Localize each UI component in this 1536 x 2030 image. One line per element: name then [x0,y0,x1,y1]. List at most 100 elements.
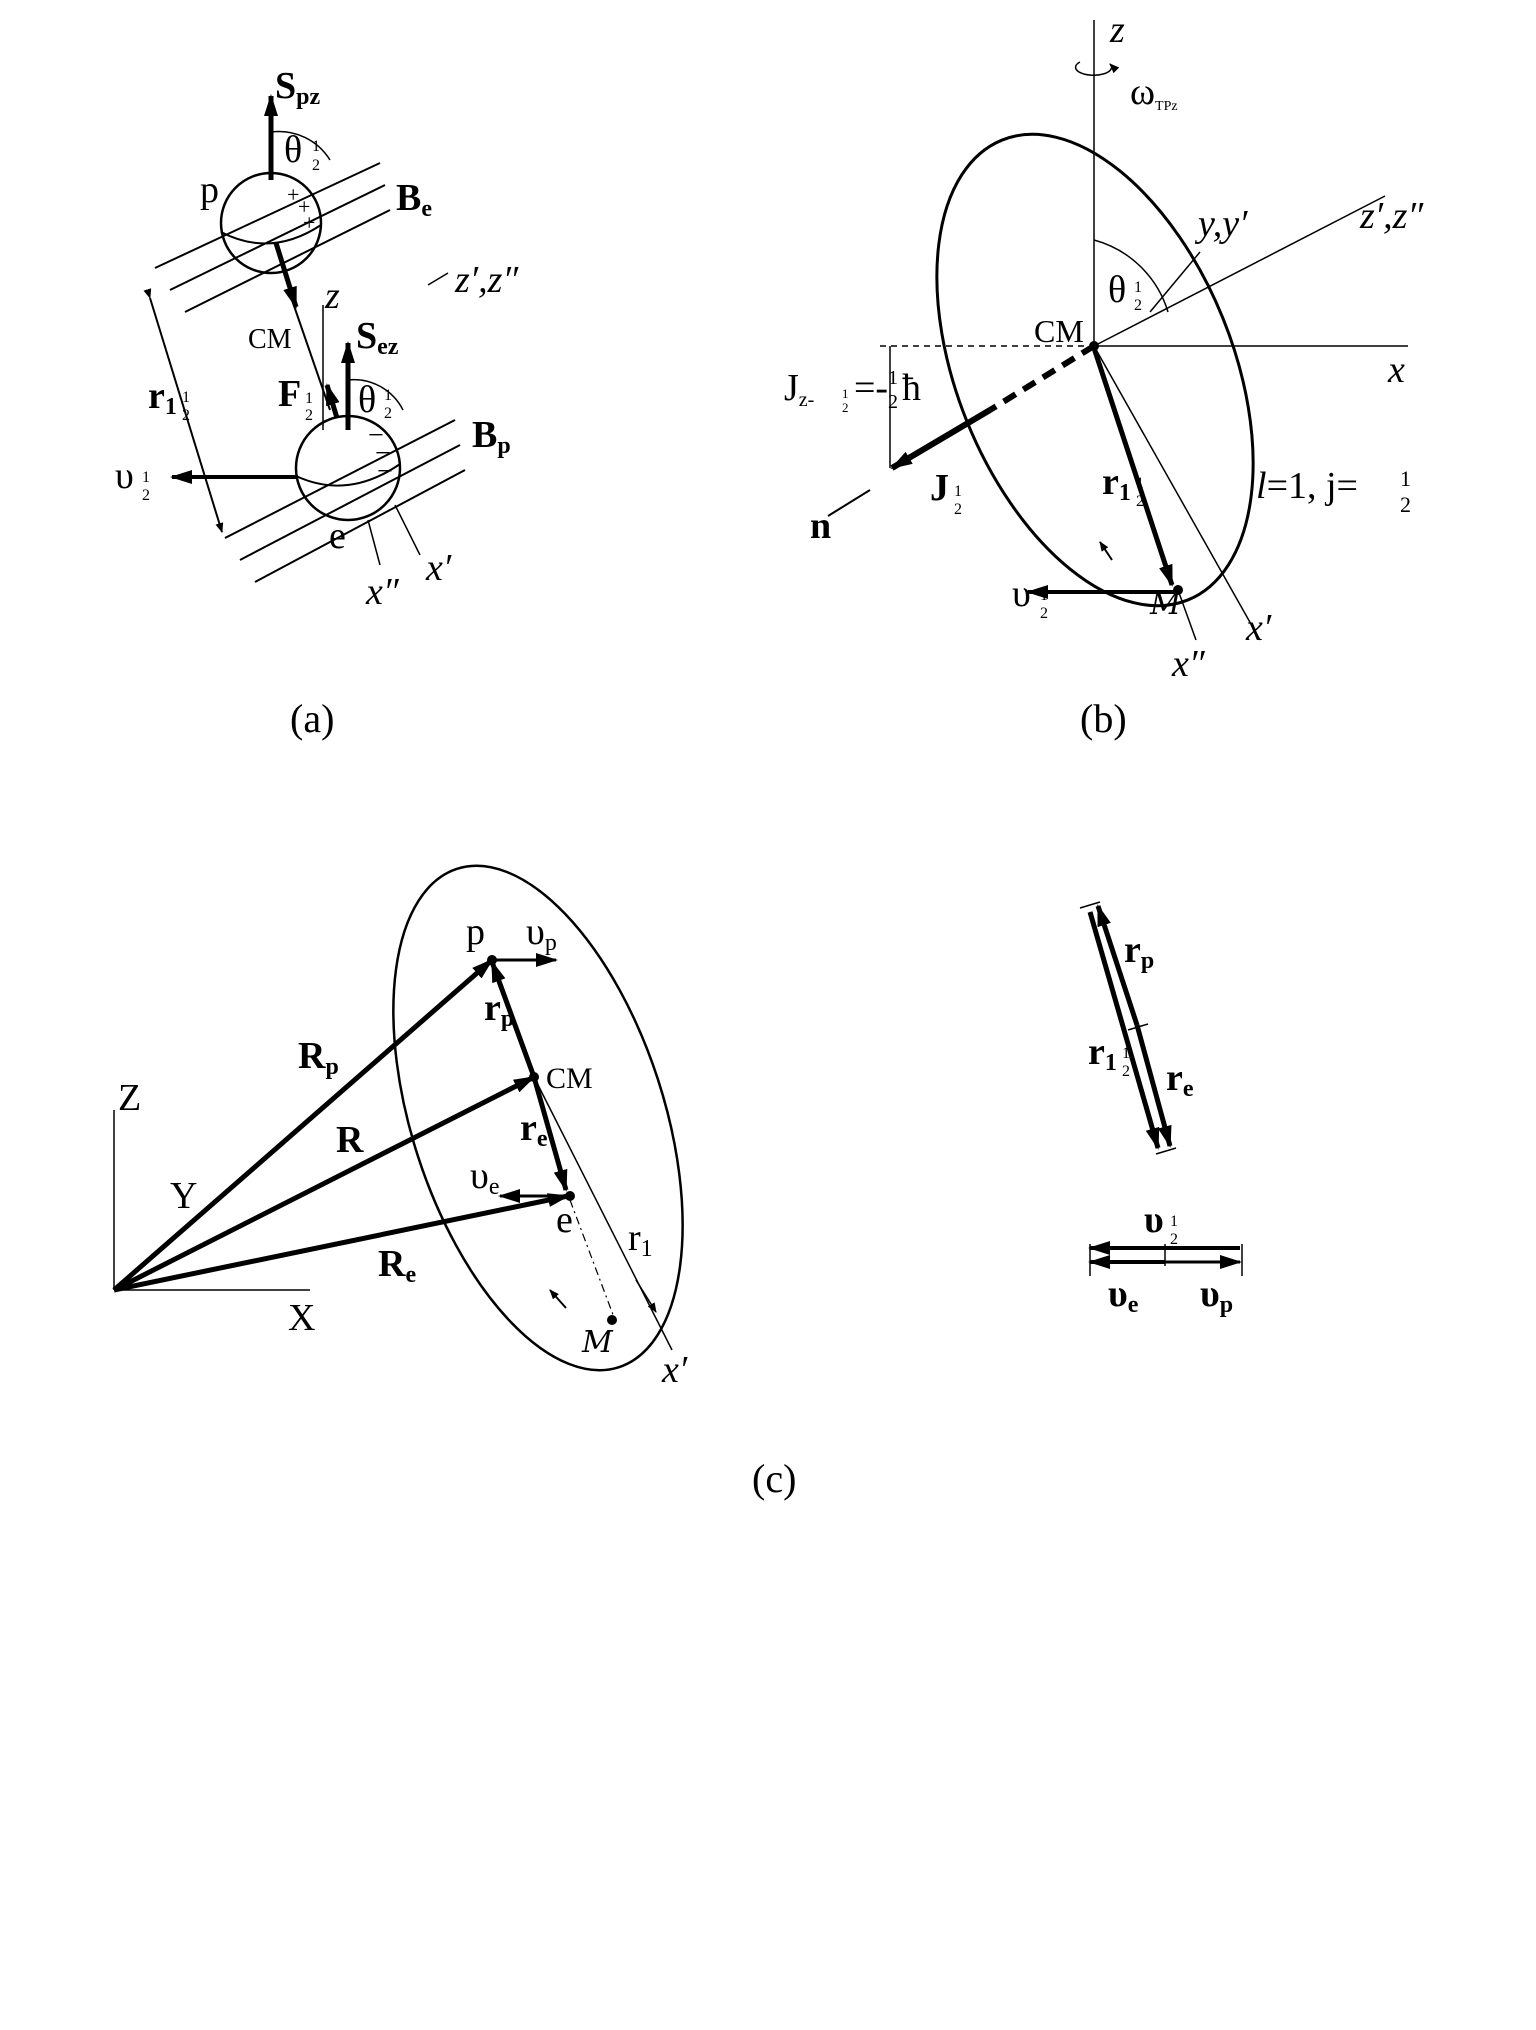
f-frac-num: 1 [305,390,313,407]
rp-small-label: rp [484,987,514,1032]
field-lines-bp [224,419,466,583]
theta-frac-den-p: 2 [312,157,320,174]
dashdot-line-c [569,1199,616,1321]
z-label-b: z [1109,9,1125,51]
cm-tick-d [1127,1023,1149,1031]
vp-label-c: υp [526,911,557,956]
xp-axis-b [1093,345,1261,641]
cm-label-a: CM [248,324,292,355]
panel-d: rp r1 1 2 re υ 1 2 υe υp [1079,901,1243,1318]
r-frac-den-b: 2 [1136,493,1144,510]
theta-frac-den-b: 2 [1134,297,1142,314]
orbit-ellipse-c [392,864,684,1372]
r-frac-den-a: 2 [182,407,190,424]
r-frac-num-b: 1 [1136,475,1144,492]
jz-frac-den: 2 [888,391,898,413]
vp-label-d: υp [1200,1273,1233,1318]
r1-label-c: r1 [628,1217,653,1262]
proton-label: p [200,169,219,211]
r-frac-num-d: 1 [1122,1045,1130,1062]
electron-equator [295,463,401,487]
f-label: F [278,373,301,415]
n-axis-b [827,489,871,517]
lj-frac-den: 2 [1400,492,1411,517]
xp-label-b: x′ [1245,607,1272,649]
r-arrow-d [1087,911,1161,1150]
orbit-direction-arrow-c [549,1289,567,1309]
j-dashed-b [988,343,1096,413]
xpp-label-a: x″ [365,571,400,613]
omega-rotation-icon [1074,61,1120,77]
theta-arc-p [270,130,331,161]
v-frac-num-b: 1 [1040,587,1048,604]
proton-equator [220,224,322,245]
cm-point-b [1089,341,1099,351]
rp-small-arrow-c [489,960,537,1078]
caption-a: (a) [290,696,334,741]
re-arrow-c [113,1193,570,1293]
xp-label-c: x′ [661,1349,688,1391]
caption-c: (c) [752,1456,796,1501]
theta-arc-e [347,378,404,411]
bp-label: Bp [472,414,511,459]
z-label-a: z [324,275,340,317]
ve-label-c: υe [470,1155,499,1200]
jz-label: Jz- [784,367,814,411]
jz-eq: =- [854,367,888,409]
r-frac-den-d: 2 [1122,1063,1130,1080]
n-label: n [810,505,831,547]
minus-sign-1: − [368,420,384,451]
caption-b: (b) [1080,696,1127,741]
r-label-d: r1 [1088,1031,1117,1076]
field-lines-be [154,162,391,313]
r-label-b: r1 [1102,461,1131,506]
jz-subfrac-den: 2 [842,400,849,415]
yy-label: y,y′ [1194,203,1248,245]
xp-axis-c [533,1076,673,1351]
m-label-c: M [581,1325,614,1360]
x-label-c: X [288,1297,315,1339]
rp-arrow-c [112,958,494,1292]
jz-frac-num: 1 [888,367,898,389]
re-small-arrow-c [531,1076,569,1192]
xpp-axis-a [367,519,381,566]
theta-label-b: θ [1108,269,1126,311]
theta-frac-num-p: 1 [312,138,320,155]
theta-label-p: θ [284,129,302,171]
x-label-b: x [1387,349,1405,391]
e-label-c: e [556,1199,573,1241]
minus-sign-2: − [375,438,391,469]
lj-frac-num: 1 [1400,466,1411,491]
theta-frac-den-e: 2 [384,405,392,422]
xp-axis-a [394,504,421,556]
xp-label-a: x′ [425,547,452,589]
zprime-axis-a [427,272,449,286]
zz-label: z′,z″ [1359,195,1424,237]
ve-label-d: υe [1108,1273,1139,1318]
cm-label-b: CM [1034,313,1084,349]
orbit-ellipse-b [935,132,1255,608]
re-small-label: re [520,1107,548,1152]
minus-sign-3: − [377,456,393,487]
r-frac-num-a: 1 [182,389,190,406]
theta-label-e: θ [358,379,376,421]
y-label-c: Y [170,1175,197,1217]
v-label-d: υ [1144,1199,1164,1241]
lj-label: l=1, j= [1256,465,1358,507]
r-cap-top [1079,901,1101,909]
jz-subfrac-num: 1 [842,386,849,401]
r-label-a: r1 [148,375,177,420]
p-label-c: p [466,911,485,953]
m-point-b [1173,585,1183,595]
electron-label: e [329,515,346,557]
xpp-axis-b [1177,589,1197,641]
rp-label-d: rp [1124,929,1154,974]
cm-point-c [529,1072,539,1082]
sez-label: Sez [356,315,399,360]
zprime-label-a: z′,z″ [454,259,519,301]
v-frac-num-d: 1 [1170,1213,1178,1230]
r-cap-bottom [1155,1147,1177,1155]
re-big-label: Re [378,1243,416,1288]
spz-label: Spz [275,65,320,110]
